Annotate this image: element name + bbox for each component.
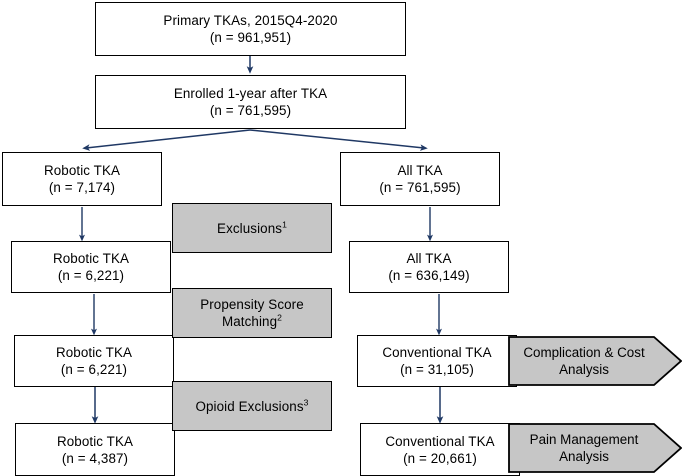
node-robotic-tka-3-line1: Robotic TKA bbox=[55, 345, 133, 360]
node-robotic-tka-4-line1: Robotic TKA bbox=[56, 433, 134, 449]
node-all-tka-2-line1: All TKA bbox=[406, 251, 452, 266]
node-complication-cost-analysis-line1: Complication & bbox=[523, 345, 614, 360]
node-pain-management-analysis-line2: Analysis bbox=[559, 449, 609, 464]
node-all-tka-1: All TKA (n = 761,595) bbox=[340, 152, 500, 206]
node-conventional-tka-1: Conventional TKA (n = 31,105) bbox=[357, 335, 517, 387]
node-conventional-tka-2: Conventional TKA (n = 20,661) bbox=[360, 423, 520, 476]
node-robotic-tka-4-line2: (n = 4,387) bbox=[61, 450, 129, 466]
node-robotic-tka-2-line2: (n = 6,221) bbox=[57, 268, 125, 283]
node-robotic-tka-2-line1: Robotic TKA bbox=[52, 251, 130, 266]
node-exclusions-line1: Exclusions1 bbox=[217, 220, 287, 237]
node-conventional-tka-2-line2: (n = 20,661) bbox=[403, 450, 477, 466]
node-robotic-tka-3-line2: (n = 6,221) bbox=[60, 362, 128, 377]
node-opioid-exclusions-superscript: 3 bbox=[303, 397, 309, 408]
node-primary-tkas: Primary TKAs, 2015Q4-2020 (n = 961,951) bbox=[95, 2, 406, 56]
node-all-tka-2-line2: (n = 636,149) bbox=[388, 268, 470, 283]
chevron-shape-pain-management bbox=[508, 423, 682, 473]
node-propensity-score-matching-line2: Matching2 bbox=[222, 313, 282, 330]
node-complication-cost-analysis-line2: Cost Analysis bbox=[559, 345, 645, 377]
node-pain-management-analysis-text: Pain Management Analysis bbox=[508, 431, 682, 465]
connector-enrolled-to-alltka bbox=[249, 129, 428, 151]
node-propensity-score-matching-line1: Propensity Score bbox=[200, 297, 304, 312]
node-propensity-score-matching: Propensity Score Matching2 bbox=[172, 288, 332, 338]
node-enrolled-1yr: Enrolled 1-year after TKA (n = 761,595) bbox=[95, 75, 406, 129]
node-conventional-tka-1-line2: (n = 31,105) bbox=[400, 362, 474, 377]
node-conventional-tka-1-line1: Conventional TKA bbox=[382, 345, 492, 360]
node-opioid-exclusions-text: Opioid Exclusions bbox=[195, 398, 304, 414]
node-opioid-exclusions: Opioid Exclusions3 bbox=[172, 381, 332, 431]
node-robotic-tka-4: Robotic TKA (n = 4,387) bbox=[15, 423, 175, 476]
node-exclusions: Exclusions1 bbox=[172, 203, 332, 253]
node-propensity-score-matching-superscript: 2 bbox=[277, 312, 283, 323]
node-robotic-tka-2: Robotic TKA (n = 6,221) bbox=[11, 241, 171, 293]
node-robotic-tka-1-line2: (n = 7,174) bbox=[48, 180, 116, 195]
node-conventional-tka-2-line1: Conventional TKA bbox=[385, 433, 495, 449]
node-propensity-score-matching-text2: Matching bbox=[221, 314, 278, 329]
node-exclusions-text: Exclusions bbox=[217, 220, 283, 236]
node-pain-management-analysis: Pain Management Analysis bbox=[508, 423, 682, 473]
node-complication-cost-analysis-text: Complication & Cost Analysis bbox=[508, 344, 682, 378]
node-primary-tkas-line2: (n = 961,951) bbox=[209, 30, 292, 45]
chevron-shape-complication bbox=[508, 336, 682, 386]
node-enrolled-1yr-line1: Enrolled 1-year after TKA bbox=[173, 86, 328, 101]
node-exclusions-superscript: 1 bbox=[282, 219, 287, 230]
node-robotic-tka-1: Robotic TKA (n = 7,174) bbox=[2, 152, 162, 206]
node-primary-tkas-line1: Primary TKAs, 2015Q4-2020 bbox=[163, 13, 338, 28]
node-pain-management-analysis-line1: Pain Management bbox=[529, 432, 639, 447]
node-complication-cost-analysis: Complication & Cost Analysis bbox=[508, 336, 682, 386]
node-all-tka-2: All TKA (n = 636,149) bbox=[349, 241, 509, 293]
node-all-tka-1-line1: All TKA bbox=[397, 163, 443, 178]
node-enrolled-1yr-line2: (n = 761,595) bbox=[209, 103, 292, 118]
node-robotic-tka-3: Robotic TKA (n = 6,221) bbox=[14, 335, 174, 387]
connector-enrolled-to-robotic bbox=[82, 129, 251, 151]
node-all-tka-1-line2: (n = 761,595) bbox=[379, 180, 461, 195]
node-robotic-tka-1-line1: Robotic TKA bbox=[43, 163, 121, 178]
node-opioid-exclusions-line1: Opioid Exclusions3 bbox=[195, 398, 308, 415]
